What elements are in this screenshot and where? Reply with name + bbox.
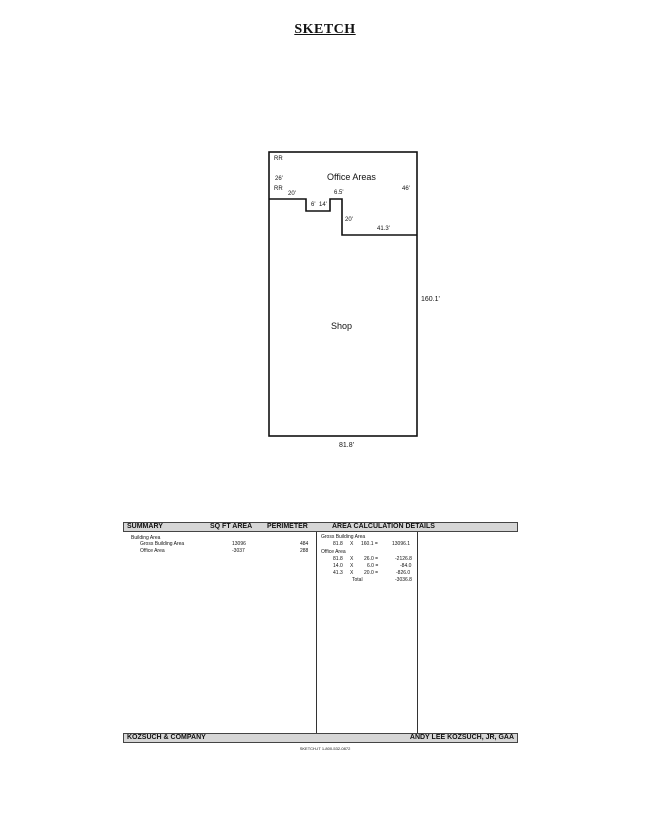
dim-label: 20' [345, 217, 353, 223]
office-areas-label: Office Areas [327, 172, 376, 182]
page-title: SKETCH [294, 22, 356, 37]
shop-label: Shop [331, 321, 353, 331]
detail-value: 26.0 = [364, 556, 379, 562]
dim-label: 14' [319, 202, 327, 208]
row-perimeter: 288 [300, 548, 309, 554]
software-credit: SKETCH-IT 1-800-532-0872 [299, 746, 351, 751]
detail-group-label: Office Area [321, 549, 346, 555]
summary-header-bar: SUMMARY SQ FT AREA PERIMETER AREA CALCUL… [123, 522, 518, 532]
summary-header: SUMMARY [127, 523, 163, 530]
row-area: 13096 [232, 541, 246, 547]
dim-label: 20' [288, 191, 296, 197]
detail-value: 41.3 [333, 570, 343, 576]
row-perimeter: 484 [300, 541, 309, 547]
detail-group-label: Gross Building Area [321, 534, 366, 540]
divider [417, 532, 418, 733]
row-name: Office Area [140, 548, 165, 554]
detail-result: 13096.1 [392, 541, 411, 547]
divider [316, 532, 317, 733]
detail-result: -84.0 [400, 563, 412, 569]
appraiser-name: ANDY LEE KOZSUCH, JR, GAA [409, 734, 514, 741]
detail-value: 160.1 = [361, 541, 378, 547]
company-name: KOZSUCH & COMPANY [127, 734, 206, 741]
perimeter-header: PERIMETER [267, 523, 308, 530]
group-label: Building Area [131, 535, 161, 541]
detail-value: 81.8 [333, 556, 343, 562]
detail-value: 6.0 = [367, 563, 379, 569]
dim-label: 6' [311, 202, 316, 208]
dim-label: 81.8' [339, 442, 354, 449]
rr-label: RR [274, 156, 283, 162]
detail-result: -826.0 [396, 570, 411, 576]
dim-label: 6.5' [334, 190, 344, 196]
dim-label: 160.1' [421, 296, 440, 303]
rr-label: RR [274, 186, 283, 192]
sq-ft-area-header: SQ FT AREA [210, 523, 253, 530]
dim-label: 41.3' [377, 226, 390, 232]
total-value: -3036.8 [395, 577, 412, 583]
detail-value: 20.0 = [364, 570, 379, 576]
detail-op: X [350, 541, 354, 547]
dim-label: 26' [275, 176, 283, 182]
row-area: -3037 [232, 548, 245, 554]
detail-value: 14.0 [333, 563, 343, 569]
footer-bar: KOZSUCH & COMPANY ANDY LEE KOZSUCH, JR, … [123, 733, 518, 743]
total-label: Total [352, 577, 363, 583]
dim-label: 46' [402, 186, 410, 192]
detail-op: X [350, 556, 354, 562]
detail-op: X [350, 570, 354, 576]
row-name: Gross Building Area [140, 541, 185, 547]
detail-result: -2126.8 [395, 556, 412, 562]
office-boundary [269, 198, 417, 236]
detail-value: 81.8 [333, 541, 343, 547]
building-outline [268, 151, 418, 437]
details-header: AREA CALCULATION DETAILS [332, 523, 435, 530]
detail-op: X [350, 563, 354, 569]
